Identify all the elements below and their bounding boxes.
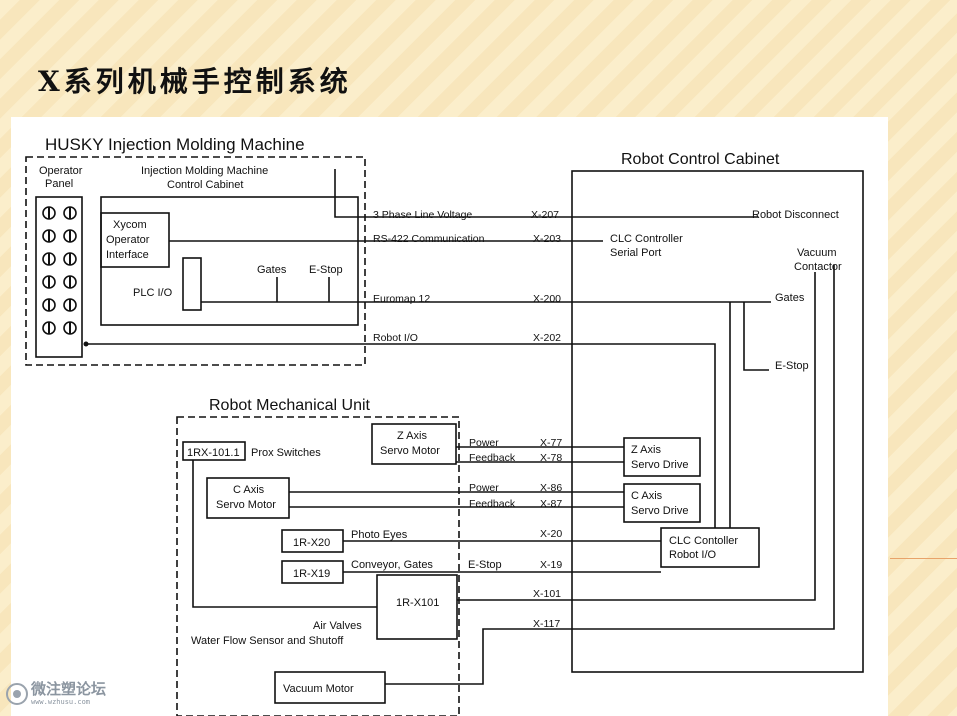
signal-code-x202: X-202 — [533, 332, 561, 344]
robot-mechanical-unit-boundary — [176, 416, 460, 716]
c-motor-label-1: C Axis — [233, 484, 265, 496]
forum-watermark: 微注塑论坛 www.wzhusu.com — [6, 682, 106, 706]
c-axis-drive-box — [623, 483, 701, 523]
clc-robot-io-label-2: Robot I/O — [669, 549, 717, 561]
prox-switch-box — [182, 441, 246, 461]
husky-machine-boundary — [25, 156, 366, 366]
xycom-label-2: Operator — [106, 234, 150, 246]
signal-label-robot-io: Robot I/O — [373, 332, 418, 344]
clc-serial-label-2: Serial Port — [610, 247, 661, 259]
power-c-label: Power — [469, 482, 499, 494]
power-z-label: Power — [469, 437, 499, 449]
z-drive-label-1: Z Axis — [631, 444, 661, 456]
feedback-z-label: Feedback — [469, 452, 516, 464]
signal-label-rs422: RS-422 Communication — [373, 233, 485, 245]
vacuum-contactor-label-2: Contactor — [794, 261, 842, 273]
vacuum-motor-box — [274, 671, 386, 704]
operator-panel-label-2: Panel — [45, 178, 73, 190]
watermark-name: 微注塑论坛 — [31, 680, 107, 698]
code-x77: X-77 — [540, 437, 562, 449]
air-valves-label: Air Valves — [313, 620, 362, 632]
water-flow-label: Water Flow Sensor and Shutoff — [191, 635, 344, 647]
gates-right-label: Gates — [775, 292, 805, 304]
z-drive-label-2: Servo Drive — [631, 459, 688, 471]
operator-panel-knobs — [42, 206, 77, 335]
rmu-title: Robot Mechanical Unit — [209, 397, 371, 414]
rx19-label: 1R-X19 — [293, 568, 330, 580]
clc-serial-label-1: CLC Controller — [610, 233, 683, 245]
signal-code-x200: X-200 — [533, 293, 561, 305]
z-motor-label-2: Servo Motor — [380, 445, 440, 457]
operator-panel-label-1: Operator — [39, 165, 83, 177]
prox-switches-label: Prox Switches — [251, 447, 321, 459]
code-x19: X-19 — [540, 559, 562, 571]
xycom-box — [100, 212, 170, 268]
c-axis-motor-box — [206, 477, 290, 519]
vacuum-contactor-label-1: Vacuum — [797, 247, 837, 259]
code-x87: X-87 — [540, 498, 562, 510]
photo-eyes-label: Photo Eyes — [351, 529, 408, 541]
signal-code-x207: X-207 — [531, 209, 559, 221]
clc-robot-io-box — [660, 527, 760, 568]
robot-control-cabinet-box — [571, 170, 864, 673]
code-x101: X-101 — [533, 588, 561, 600]
plc-io-label: PLC I/O — [133, 287, 173, 299]
forum-logo-icon — [6, 683, 28, 705]
gates-top-label: Gates — [257, 264, 287, 276]
signal-label-euromap: Euromap 12 — [373, 293, 430, 305]
robot-io-junction — [83, 341, 89, 347]
code-x86: X-86 — [540, 482, 562, 494]
slide-title: X系列机械手控制系统 — [38, 65, 352, 98]
accent-line — [890, 558, 957, 559]
xycom-label-3: Interface — [106, 249, 149, 261]
control-system-diagram: HUSKY Injection Molding Machine Robot Co… — [11, 117, 888, 716]
watermark-url: www.wzhusu.com — [31, 698, 91, 706]
rx101-label: 1R-X101 — [396, 597, 439, 609]
plc-io-box — [182, 257, 202, 311]
husky-title: HUSKY Injection Molding Machine — [45, 135, 305, 154]
c-drive-label-2: Servo Drive — [631, 505, 688, 517]
conveyor-gates-label: Conveyor, Gates — [351, 559, 433, 571]
imm-cabinet-label-1: Injection Molding Machine — [141, 165, 268, 177]
z-motor-label-1: Z Axis — [397, 430, 427, 442]
clc-robot-io-label-1: CLC Contoller — [669, 535, 738, 547]
rx20-label: 1R-X20 — [293, 537, 330, 549]
rcc-title: Robot Control Cabinet — [621, 151, 780, 168]
estop-top-label: E-Stop — [309, 264, 343, 276]
code-x20: X-20 — [540, 528, 562, 540]
robot-disconnect-label: Robot Disconnect — [752, 209, 839, 221]
estop-mid-label: E-Stop — [468, 559, 502, 571]
c-motor-label-2: Servo Motor — [216, 499, 276, 511]
c-drive-label-1: C Axis — [631, 490, 663, 502]
vacuum-motor-label: Vacuum Motor — [283, 683, 354, 695]
z-axis-motor-box — [371, 423, 457, 465]
wiring-diagram-svg: HUSKY Injection Molding Machine Robot Co… — [25, 135, 864, 716]
z-axis-drive-box — [623, 437, 701, 477]
estop-right-label: E-Stop — [775, 360, 809, 372]
imm-cabinet-box — [100, 196, 359, 326]
imm-cabinet-label-2: Control Cabinet — [167, 179, 243, 191]
operator-panel-box — [35, 196, 83, 358]
xycom-label-1: Xycom — [113, 219, 147, 231]
code-x78: X-78 — [540, 452, 562, 464]
operator-panel-knob-marks — [48, 207, 71, 334]
prox-box-label: 1RX-101.1 — [187, 447, 240, 459]
signal-label-3phase: 3 Phase Line Voltage — [373, 209, 472, 221]
feedback-c-label: Feedback — [469, 498, 516, 510]
code-x117: X-117 — [533, 618, 560, 630]
signal-code-x203: X-203 — [533, 233, 561, 245]
